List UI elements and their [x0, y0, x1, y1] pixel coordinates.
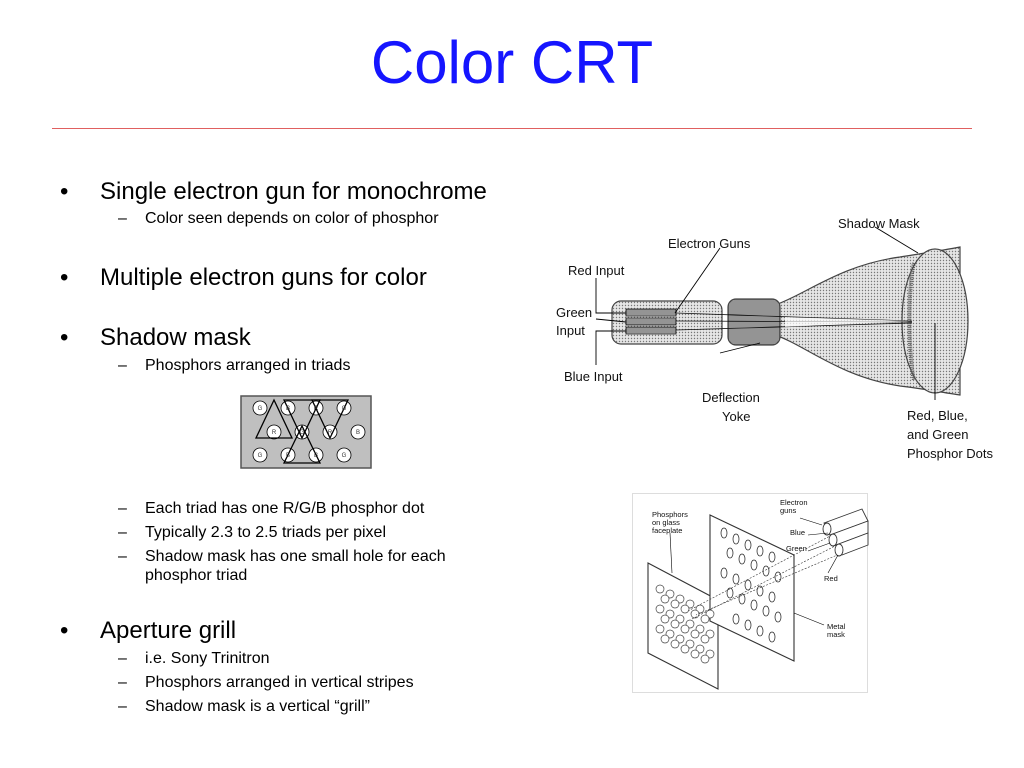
triad-figure: G B R G R G R B G B B G	[240, 395, 372, 469]
label-dots-1: Red, Blue,	[907, 408, 968, 423]
label-electron-guns: Electron Guns	[668, 236, 751, 251]
bullet-mark: •	[60, 178, 69, 205]
label-deflection-1: Deflection	[702, 390, 760, 405]
sub-bullet-triads: Phosphors arranged in triads	[145, 357, 351, 374]
bullet-aperture-grill: Aperture grill	[100, 617, 237, 644]
dash-mark: –	[118, 210, 127, 227]
sub-bullet-triads-per-pixel: Typically 2.3 to 2.5 triads per pixel	[145, 524, 387, 541]
dash-mark: –	[118, 524, 127, 541]
label-phosphors-2: on glass	[652, 518, 680, 527]
dot-label: G	[258, 453, 263, 459]
dot-label: R	[328, 430, 333, 436]
label-shadow-mask: Shadow Mask	[838, 216, 920, 231]
dot-label: B	[286, 406, 290, 412]
slide-title: Color CRT	[370, 29, 654, 96]
dot-label: G	[342, 406, 347, 412]
bullet-shadow-mask: Shadow mask	[100, 324, 251, 351]
sub-bullet-color-phosphor: Color seen depends on color of phosphor	[145, 210, 439, 227]
label-blue-input: Blue Input	[564, 369, 623, 384]
label-phosphors-1: Phosphors	[652, 510, 688, 519]
label-red: Red	[824, 574, 838, 583]
dash-mark: –	[118, 548, 127, 565]
label-metal-2: mask	[827, 630, 845, 639]
dot-label: G	[342, 453, 347, 459]
bullet-single-gun: Single electron gun for monochrome	[100, 178, 487, 205]
sub-bullet-rgb-dot: Each triad has one R/G/B phosphor dot	[145, 500, 425, 517]
sub-bullet-vertical-stripes: Phosphors arranged in vertical stripes	[145, 674, 414, 691]
bullet-mark: •	[60, 264, 69, 291]
dot-label: B	[286, 453, 290, 459]
dash-mark: –	[118, 650, 127, 667]
label-electron-guns-1: Electron	[780, 498, 808, 507]
bullet-multiple-guns: Multiple electron guns for color	[100, 264, 427, 291]
label-electron-guns-2: guns	[780, 506, 797, 515]
dot-label: R	[314, 406, 319, 412]
dot-label: R	[272, 430, 277, 436]
label-green-input-2: Input	[556, 323, 585, 338]
label-dots-2: and Green	[907, 427, 968, 442]
crt-diagram: Shadow Mask Electron Guns Red Input Gree…	[556, 216, 993, 461]
label-phosphors-3: faceplate	[652, 526, 682, 535]
label-metal-1: Metal	[827, 622, 846, 631]
label-blue: Blue	[790, 528, 805, 537]
label-dots-3: Phosphor Dots	[907, 446, 993, 461]
sub-bullet-trinitron: i.e. Sony Trinitron	[145, 650, 270, 667]
bullet-mark: •	[60, 617, 69, 644]
label-deflection-2: Yoke	[722, 409, 750, 424]
sub-bullet-hole-line1: Shadow mask has one small hole for each	[145, 548, 446, 565]
title-divider	[52, 128, 972, 129]
dot-label: G	[258, 406, 263, 412]
dash-mark: –	[118, 357, 127, 374]
dot-label: B	[356, 430, 360, 436]
dash-mark: –	[118, 500, 127, 517]
label-red-input: Red Input	[568, 263, 625, 278]
label-green: Green	[786, 544, 807, 553]
dot-label: B	[314, 453, 318, 459]
sub-bullet-vertical-grill: Shadow mask is a vertical “grill”	[145, 698, 370, 715]
sub-bullet-hole-line2: phosphor triad	[145, 567, 248, 584]
bullet-mark: •	[60, 324, 69, 351]
shadow-mask-diagram: Phosphors on glass faceplate Electron gu…	[632, 493, 869, 693]
dot-label: G	[300, 430, 305, 436]
label-green-input-1: Green	[556, 305, 592, 320]
dash-mark: –	[118, 674, 127, 691]
dash-mark: –	[118, 698, 127, 715]
